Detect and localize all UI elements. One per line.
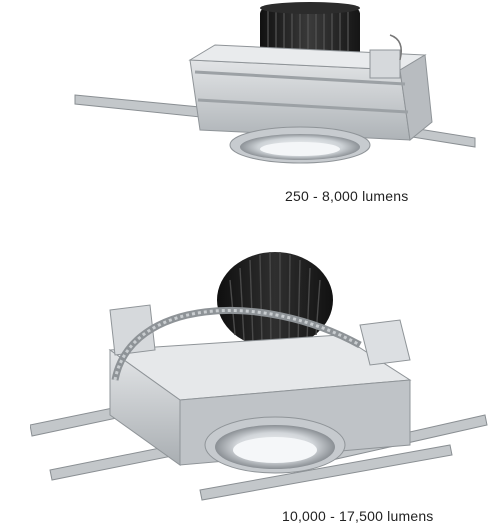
- lumens-range-label-large: 10,000 - 17,500 lumens: [282, 508, 434, 524]
- heatsink-pin-icon: [217, 251, 333, 349]
- downlight-fixture-large-image: [30, 240, 490, 505]
- downlight-fixture-small-image: [70, 0, 480, 185]
- heatsink-icon: [260, 2, 360, 58]
- lumens-range-label-small: 250 - 8,000 lumens: [285, 188, 409, 204]
